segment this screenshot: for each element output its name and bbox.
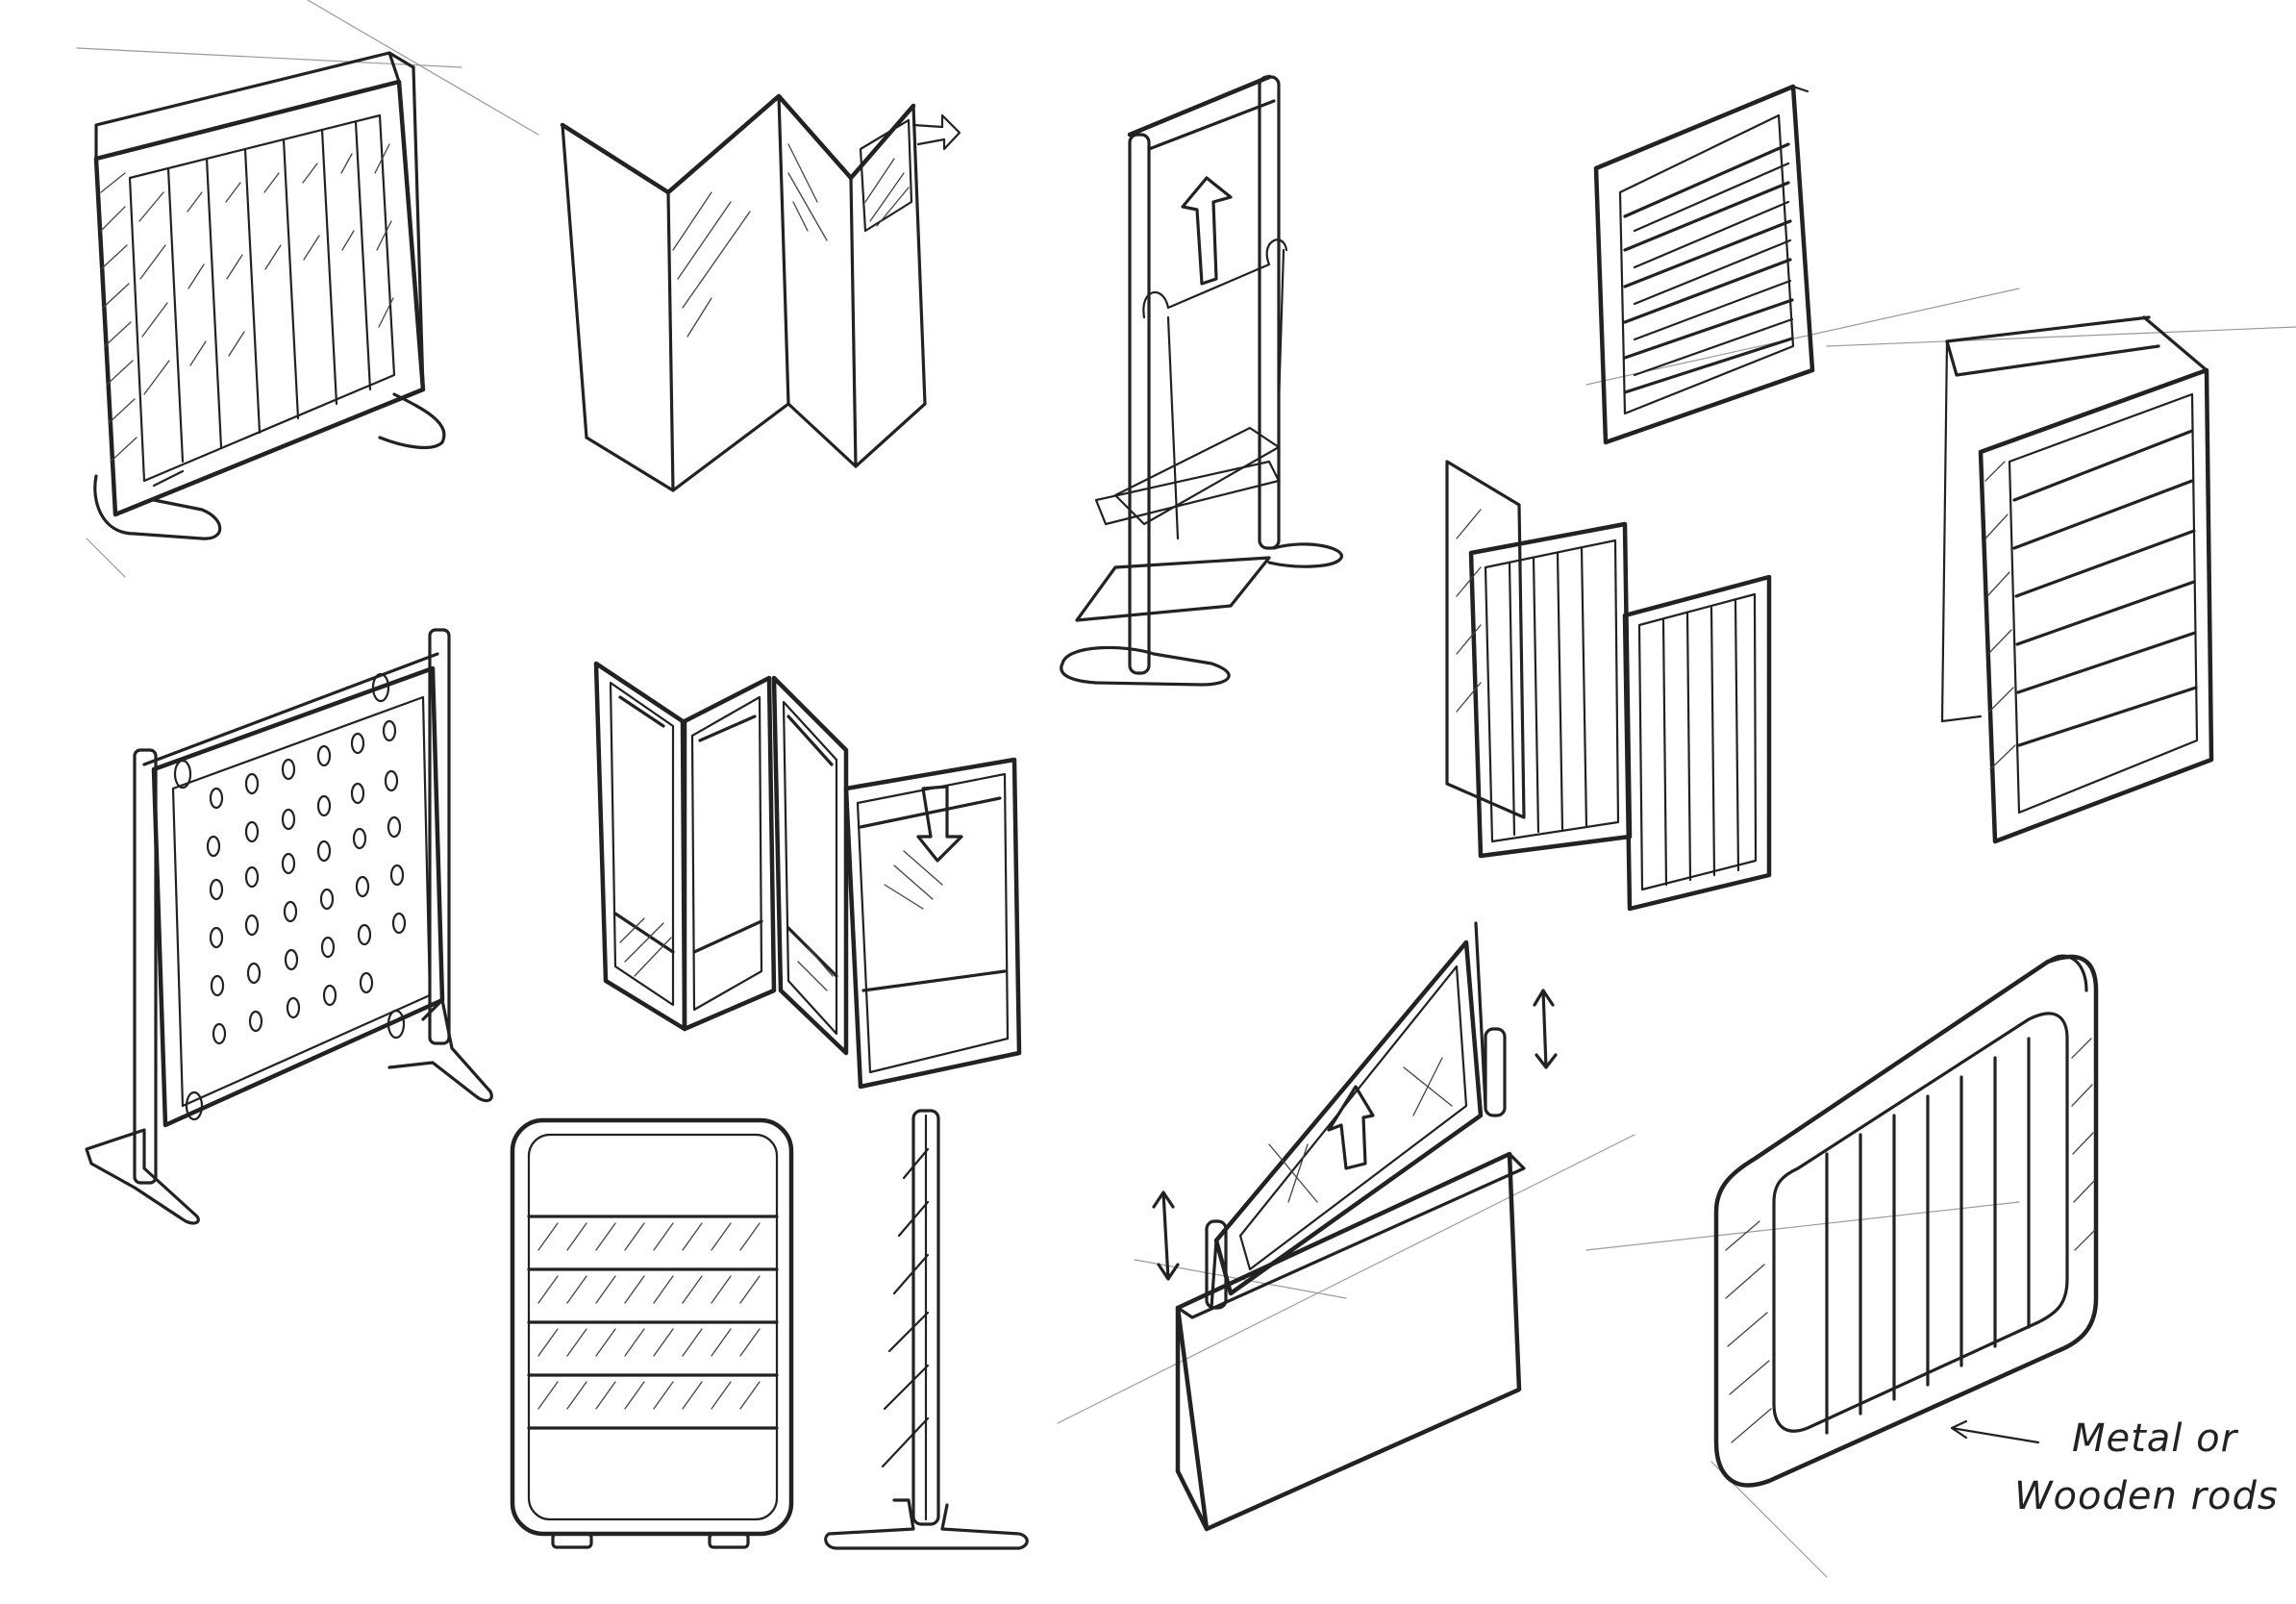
folding-louver-panel bbox=[1940, 315, 2214, 844]
rods bbox=[1825, 1037, 2031, 1435]
rounded-rod-frame bbox=[1713, 954, 2099, 1488]
vertical-slat-fold-panels bbox=[1445, 460, 1772, 912]
planter-sign-box bbox=[1152, 921, 1558, 1532]
annotation-line-2: Wooden rods bbox=[2014, 1474, 2279, 1518]
tri-fold-frame-screen bbox=[593, 661, 1022, 1090]
peg-holes bbox=[206, 719, 407, 1045]
pegboard-screen bbox=[85, 628, 493, 1225]
louvered-panel-front-view bbox=[510, 1117, 794, 1549]
slatted-frame-screen bbox=[93, 51, 446, 540]
horizontal-louver-panel bbox=[1593, 84, 1815, 445]
folding-glass-screen bbox=[560, 93, 961, 492]
annotation-line-1: Metal or bbox=[2072, 1416, 2238, 1461]
louvered-panel-side-view bbox=[824, 1109, 1029, 1550]
hanging-sign-stand bbox=[1060, 74, 1343, 687]
